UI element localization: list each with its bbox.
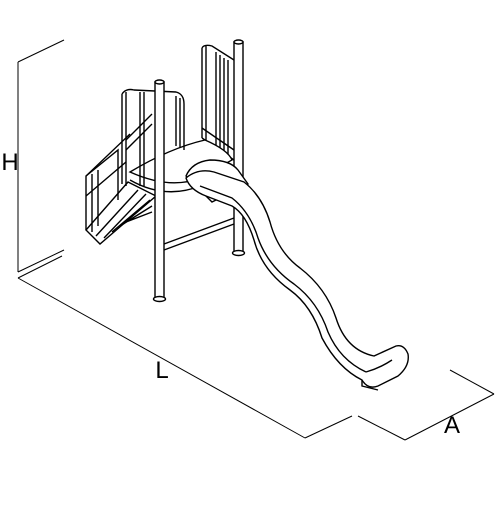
left-railing <box>121 88 185 186</box>
staircase <box>85 133 158 245</box>
slide-structure <box>85 39 409 391</box>
length-label: L <box>155 357 168 384</box>
slide-bed <box>185 170 409 391</box>
height-label: H <box>1 149 18 176</box>
width-dimension <box>357 369 495 441</box>
width-label: A <box>444 412 460 439</box>
front-post <box>152 79 167 303</box>
ground-brace <box>163 217 235 251</box>
length-dimension <box>17 255 353 439</box>
height-dimension <box>17 39 65 273</box>
back-post <box>231 39 246 257</box>
